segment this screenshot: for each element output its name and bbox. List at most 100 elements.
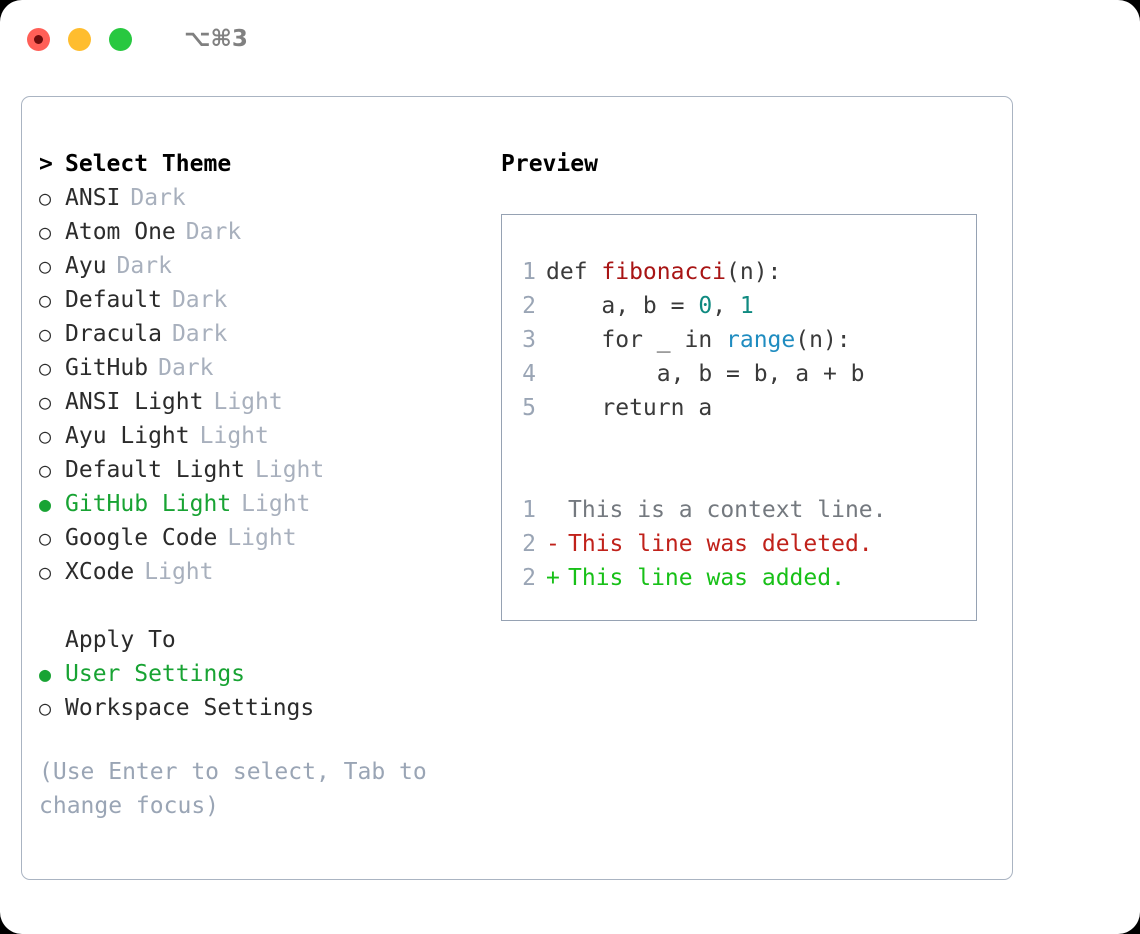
theme-item-google-code-light[interactable]: ○ Google Code Light — [39, 521, 479, 555]
theme-variant: Dark — [130, 185, 186, 211]
radio-unselected-icon[interactable]: ○ — [39, 560, 52, 584]
theme-item-ansi-dark[interactable]: ○ ANSI Dark — [39, 181, 479, 215]
code-line: 5 return a — [502, 391, 976, 425]
line-number: 1 — [522, 497, 536, 523]
diff-sign — [546, 493, 568, 527]
theme-item-github-light[interactable]: ● GitHub Light Light — [39, 487, 479, 521]
radio-unselected-icon[interactable]: ○ — [39, 322, 52, 346]
diff-line-added: 2 +This line was added. — [502, 561, 976, 595]
keyboard-hint-text: (Use Enter to select, Tab to change focu… — [39, 759, 427, 819]
content-panel: > Select Theme ○ ANSI Dark ○ Atom One Da… — [21, 96, 1013, 880]
theme-variant: Dark — [185, 219, 242, 245]
theme-item-default-dark[interactable]: ○ Default Dark — [39, 283, 479, 317]
theme-label: Google Code — [65, 525, 218, 551]
close-dot[interactable] — [27, 27, 50, 51]
theme-label: Ayu — [65, 253, 107, 279]
theme-variant: Light — [255, 457, 325, 483]
apply-to-label: Workspace Settings — [65, 695, 315, 721]
theme-label: Ayu Light — [65, 423, 190, 449]
select-theme-header: > Select Theme — [39, 147, 479, 181]
radio-selected-icon[interactable]: ● — [39, 662, 52, 686]
code-blank-line — [502, 425, 976, 459]
theme-variant: Light — [241, 491, 311, 517]
theme-selector-column: > Select Theme ○ ANSI Dark ○ Atom One Da… — [39, 147, 479, 823]
radio-unselected-icon[interactable]: ○ — [39, 526, 52, 550]
line-number: 5 — [522, 395, 536, 421]
apply-to-header: ○ Apply To — [39, 623, 479, 657]
select-theme-title: Select Theme — [65, 151, 232, 177]
diff-sign: - — [546, 531, 560, 557]
theme-item-atom-one-dark[interactable]: ○ Atom One Dark — [39, 215, 479, 249]
diff-content: + This line was added. — [546, 561, 845, 595]
diff-content: This is a context line. — [546, 493, 887, 527]
code-line: 4 a, b = b, a + b — [502, 357, 976, 391]
maximize-dot[interactable] — [109, 27, 132, 51]
code-token: def — [546, 259, 602, 285]
theme-label: Dracula — [65, 321, 162, 347]
radio-unselected-icon[interactable]: ○ — [39, 390, 52, 414]
code-token: a, b = b, a + b — [546, 361, 865, 387]
line-number: 4 — [522, 361, 536, 387]
code-line: 3 for _ in range(n): — [502, 323, 976, 357]
code-token: (n): — [726, 259, 782, 285]
code-line: 2 a, b = 0, 1 — [502, 289, 976, 323]
code-token: fibonacci — [601, 259, 727, 285]
radio-unselected-icon[interactable]: ○ — [39, 696, 52, 720]
theme-variant: Dark — [171, 287, 228, 313]
traffic-lights — [27, 27, 132, 51]
radio-unselected-icon[interactable]: ○ — [39, 186, 52, 210]
theme-variant: Light — [227, 525, 297, 551]
theme-item-ansi-light[interactable]: ○ ANSI Light Light — [39, 385, 479, 419]
code-token: 1 — [739, 293, 754, 319]
radio-unselected-icon[interactable]: ○ — [39, 356, 52, 380]
title-bar: ⌥⌘3 — [0, 0, 1140, 78]
diff-line-deleted: 2 -This line was deleted. — [502, 527, 976, 561]
theme-item-ayu-dark[interactable]: ○ Ayu Dark — [39, 249, 479, 283]
radio-unselected-icon[interactable]: ○ — [39, 254, 52, 278]
code-token: a, b = — [546, 293, 699, 319]
diff-text: This line was added. — [568, 565, 845, 591]
theme-label: ANSI Light — [65, 389, 204, 415]
theme-item-xcode-light[interactable]: ○ XCode Light — [39, 555, 479, 589]
diff-text: This line was deleted. — [568, 531, 873, 557]
theme-variant: Dark — [171, 321, 228, 347]
code-content: return a — [546, 391, 712, 425]
theme-label: Atom One — [65, 219, 176, 245]
diff-content: -This line was deleted. — [546, 527, 873, 561]
apply-to-label: User Settings — [65, 661, 246, 687]
radio-unselected-icon[interactable]: ○ — [39, 458, 52, 482]
code-token: , — [712, 293, 740, 319]
radio-unselected-icon[interactable]: ○ — [39, 288, 52, 312]
theme-item-default-light[interactable]: ○ Default Light Light — [39, 453, 479, 487]
code-token: 0 — [698, 293, 713, 319]
code-content: def fibonacci(n): — [546, 255, 781, 289]
radio-unselected-icon[interactable]: ○ — [39, 424, 52, 448]
theme-variant: Dark — [116, 253, 172, 279]
code-token: range — [726, 327, 796, 353]
line-number: 3 — [522, 327, 536, 353]
spacer-marker: ○ — [39, 623, 65, 657]
minimize-dot[interactable] — [68, 27, 91, 51]
diff-line-context: 1 This is a context line. — [502, 493, 976, 527]
diff-sign: + — [546, 565, 560, 591]
theme-label: XCode — [65, 559, 135, 585]
line-number: 1 — [522, 259, 536, 285]
theme-item-github-dark[interactable]: ○ GitHub Dark — [39, 351, 479, 385]
theme-label: ANSI — [65, 185, 121, 211]
theme-label: GitHub Light — [65, 491, 232, 517]
theme-label: Default — [65, 287, 162, 313]
apply-to-user-settings[interactable]: ● User Settings — [39, 657, 479, 691]
preview-title: Preview — [501, 151, 598, 177]
code-line: 1 def fibonacci(n): — [502, 255, 976, 289]
theme-item-ayu-light[interactable]: ○ Ayu Light Light — [39, 419, 479, 453]
radio-unselected-icon[interactable]: ○ — [39, 220, 52, 244]
code-token: for _ in — [546, 327, 727, 353]
apply-to-workspace-settings[interactable]: ○ Workspace Settings — [39, 691, 479, 725]
code-token: (n): — [795, 327, 851, 353]
theme-label: Default Light — [65, 457, 246, 483]
apply-to-title: Apply To — [65, 627, 176, 653]
radio-selected-icon[interactable]: ● — [39, 492, 52, 516]
code-token: return a — [546, 395, 713, 421]
keyboard-shortcut-label: ⌥⌘3 — [184, 26, 248, 52]
theme-item-dracula-dark[interactable]: ○ Dracula Dark — [39, 317, 479, 351]
